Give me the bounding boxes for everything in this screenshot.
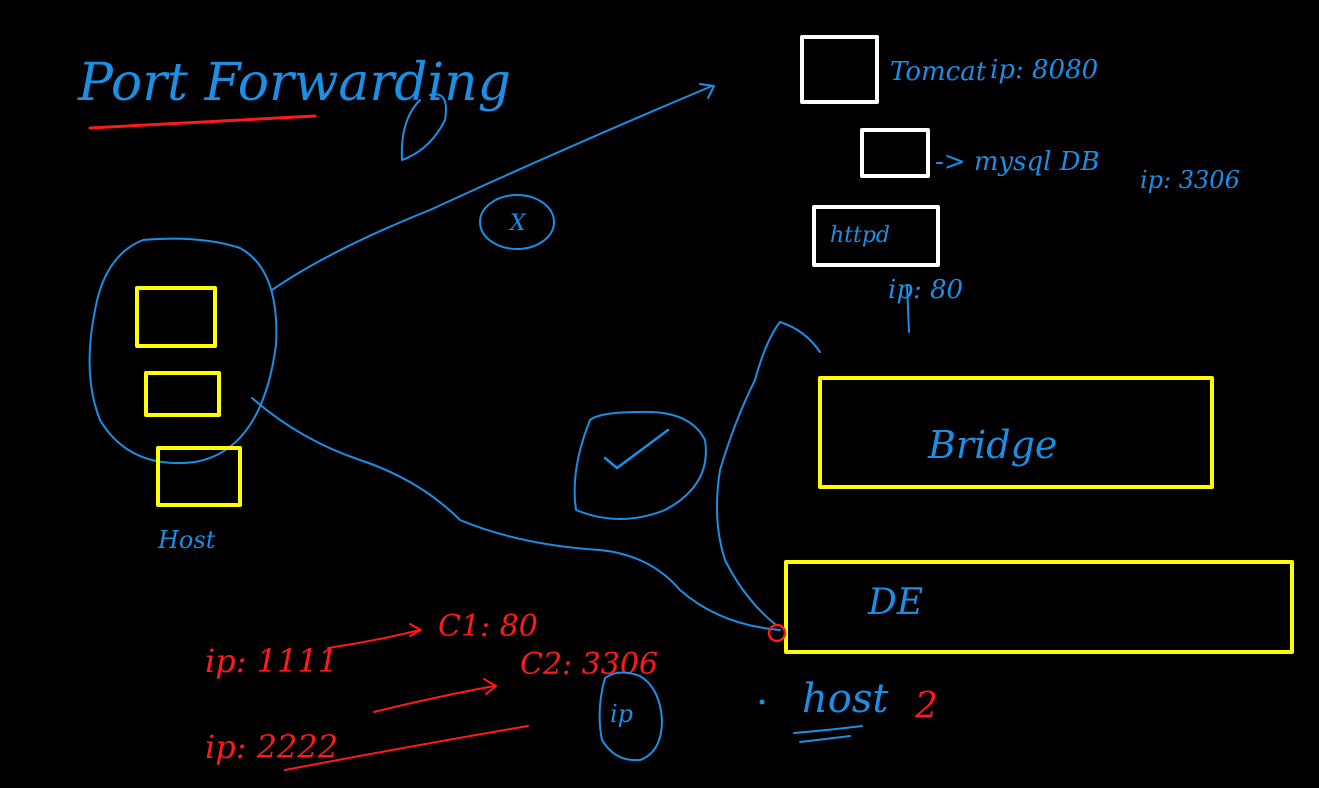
link-arrowhead [699,83,715,99]
link-to-de [251,397,781,631]
host-circle [88,237,278,464]
tomcat-label: Tomcat [890,57,987,87]
tomcat-container-box [800,35,879,104]
host-bottom-underline [793,725,863,743]
mapping-ip1: ip: 1111 [205,642,338,680]
junction-marker [767,623,787,643]
de-network-box [784,560,1294,654]
mapping-underline [284,725,529,771]
httpd-ip-tick [906,284,910,333]
mapping-arrowhead-2 [483,678,497,695]
ip-circle [598,671,663,762]
bridge-label: Bridge [927,423,1057,467]
mysql-container-box [860,128,930,178]
title-text: Port Forwarding [77,53,511,113]
tomcat-ip-label: ip: 8080 [990,55,1098,85]
title-loop-scribble [400,93,447,161]
container-box-3 [156,446,242,507]
de-label: DE [867,582,923,623]
mapping-c2: C2: 3306 [520,647,658,682]
container-box-2 [144,371,221,417]
check-circle [573,410,707,520]
mysql-label: -> mysql DB [935,147,1100,177]
bullet-dot [759,699,765,705]
container-box-1 [135,286,217,348]
host-label: Host [157,526,216,554]
mapping-arrowhead-1 [409,623,422,637]
mapping-arrow-2 [373,685,495,713]
mysql-ip-label: ip: 3306 [1140,166,1240,194]
cross-mark: X [508,211,527,236]
cross-circle [479,194,555,250]
check-mark [603,428,670,470]
mapping-c1: C1: 80 [438,609,538,644]
link-to-containers [271,85,713,291]
host-bottom-suffix: 2 [914,686,938,727]
host-bottom-label: host [802,676,889,722]
httpd-container-box [812,205,940,267]
bridge-network-box [818,376,1214,489]
link-up-to-containers [715,321,821,626]
ip-circle-label: ip [610,700,633,728]
httpd-label: httpd [830,223,890,248]
mapping-arrow-1 [327,629,421,649]
title-underline [88,114,317,130]
httpd-ip-label: ip: 80 [888,275,963,305]
mapping-ip2: ip: 2222 [205,728,338,766]
